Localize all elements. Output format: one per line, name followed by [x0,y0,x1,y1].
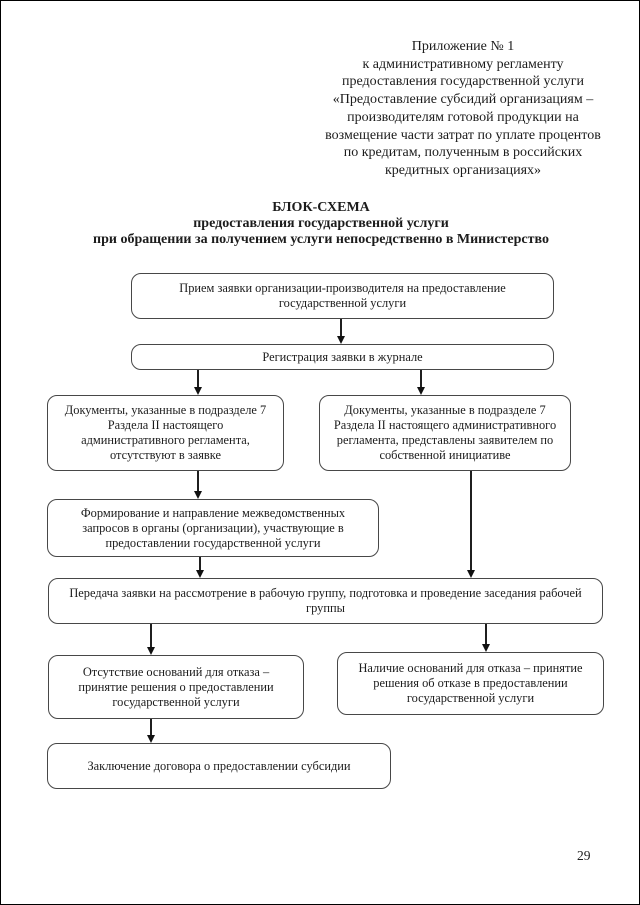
arrow-accept-to-register-icon [340,319,342,336]
node-contract-conclusion: Заключение договора о предоставлении суб… [47,743,391,789]
arrow-requests-to-working-group-icon [199,557,201,570]
node-docs-provided: Документы, указанные в подразделе 7 Разд… [319,395,571,471]
node-refusal-grounds: Наличие оснований для отказа – принятие … [337,652,604,715]
node-register-application: Регистрация заявки в журнале [131,344,554,370]
node-working-group: Передача заявки на рассмотрение в рабочу… [48,578,603,624]
title-line-2: предоставления государственной услуги [193,216,449,231]
node-accept-application: Прием заявки организации-производителя н… [131,273,554,319]
node-no-refusal-grounds: Отсутствие оснований для отказа – принят… [48,655,304,719]
arrow-working-group-to-refusal-icon [485,624,487,644]
header-line-7: по кредитам, полученным в российских [343,145,583,161]
arrow-no-refusal-to-contract-icon [150,719,152,735]
title-line-1: БЛОК-СХЕМА [272,200,370,215]
header-line-3: предоставления государственной услуги [342,74,584,90]
document-title: БЛОК-СХЕМА предоставления государственно… [1,200,639,248]
header-line-4: «Предоставление субсидий организациям – [332,92,594,108]
arrow-register-to-docs-provided-icon [420,370,422,387]
arrow-docs-missing-to-requests-icon [197,471,199,491]
appendix-header: Приложение № 1 к административному регла… [289,38,637,180]
title-line-3: при обращении за получением услуги непос… [93,232,549,247]
header-line-6: возмещение части затрат по уплате процен… [325,127,601,143]
arrow-docs-provided-to-working-group-icon [470,471,472,570]
header-line-5: производителям готовой продукции на [347,109,579,125]
header-line-8: кредитных организациях» [384,162,542,178]
arrow-working-group-to-no-refusal-icon [150,624,152,647]
arrow-register-to-docs-missing-icon [197,370,199,387]
page-number: 29 [577,848,591,863]
node-docs-missing: Документы, указанные в подразделе 7 Разд… [47,395,284,471]
header-line-1: Приложение № 1 [411,39,515,54]
node-interagency-requests: Формирование и направление межведомствен… [47,499,379,557]
header-line-2: к административному регламенту [362,56,564,72]
